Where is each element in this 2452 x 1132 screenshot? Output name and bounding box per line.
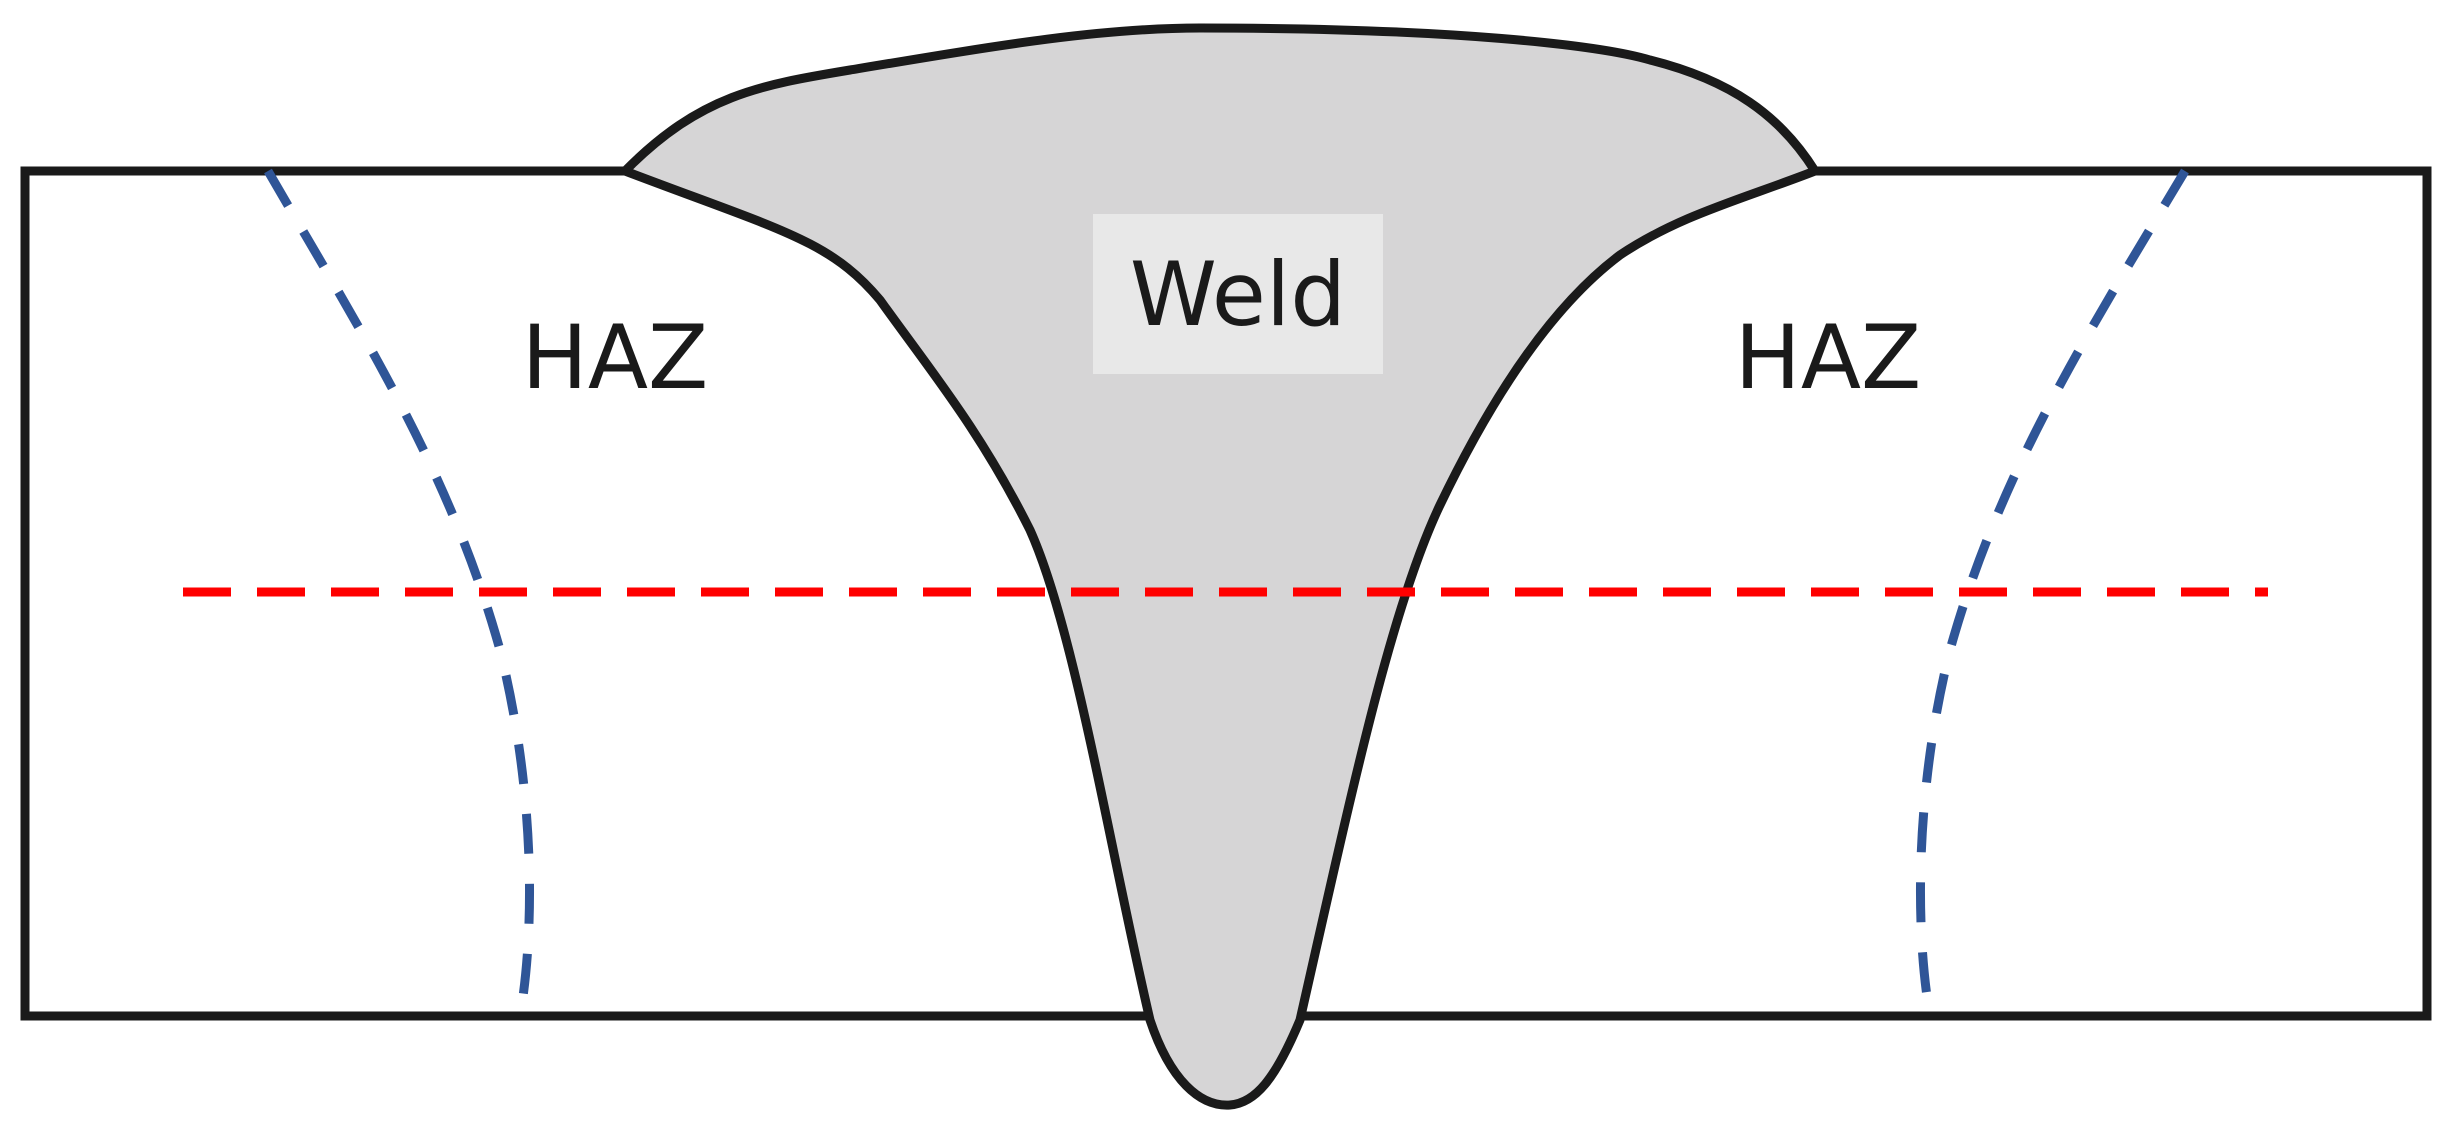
- weld-label-background: [1093, 214, 1383, 374]
- haz-label-left: HAZ: [522, 306, 709, 409]
- weld-bead: [620, 23, 1820, 1110]
- weld-label: Weld: [1130, 243, 1346, 346]
- haz-boundary-right: [1915, 168, 2189, 1017]
- haz-boundary-left: [264, 168, 535, 1017]
- haz-label-right: HAZ: [1735, 306, 1922, 409]
